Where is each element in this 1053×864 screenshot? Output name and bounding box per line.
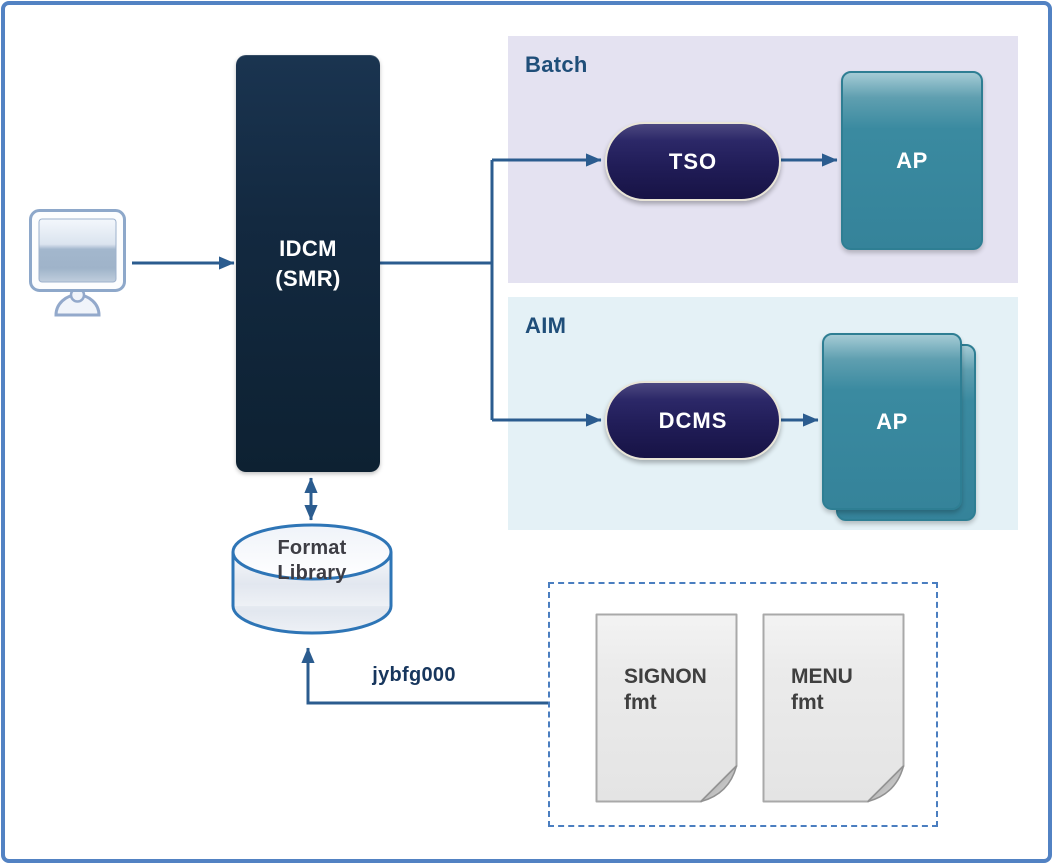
signon-doc-label-line2: fmt: [624, 691, 657, 714]
menu-doc-label-line2: fmt: [791, 691, 824, 714]
database-cylinder-icon: [231, 523, 393, 635]
signon-doc-label-line1: SIGNON: [624, 665, 707, 688]
menu-doc-label: MENU fmt: [791, 664, 903, 716]
idcm-node: IDCM (SMR): [236, 55, 380, 472]
format-library-label-line2: Library: [277, 562, 347, 584]
document-fold: [700, 765, 738, 803]
signon-doc-label: SIGNON fmt: [624, 664, 736, 716]
document-fold: [867, 765, 905, 803]
format-library-label-line1: Format: [277, 537, 347, 559]
batch-region-label: Batch: [525, 52, 588, 77]
format-documents-group: [548, 582, 938, 827]
document-icon-menu: [762, 613, 905, 803]
cylinder-sides: [231, 552, 393, 606]
document-icon-signon: [595, 613, 738, 803]
ap-node-aim: AP: [822, 333, 962, 510]
monitor-screen: [38, 218, 117, 283]
dcms-node: DCMS: [605, 381, 781, 460]
ap-node-batch: AP: [841, 71, 983, 250]
format-library-label: Format Library: [240, 536, 384, 586]
aim-region-label: AIM: [525, 313, 567, 338]
cylinder-top: [231, 523, 393, 581]
monitor-icon: [29, 209, 126, 317]
tso-node: TSO: [605, 122, 781, 201]
idcm-label-line1: IDCM: [279, 235, 337, 261]
idcm-label-line2: (SMR): [275, 265, 341, 291]
flow-label-jybfg000: jybfg000: [372, 664, 456, 686]
menu-doc-label-line1: MENU: [791, 665, 853, 688]
